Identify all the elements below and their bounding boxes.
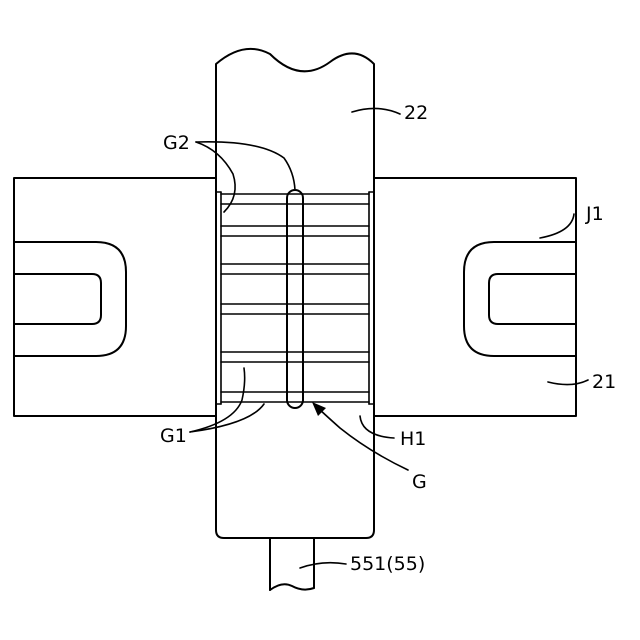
jacket-core-left	[14, 274, 101, 324]
block-left-section	[14, 178, 216, 416]
label-h1: H1	[400, 428, 426, 450]
label-21: 21	[592, 371, 616, 393]
label-g1: G1	[160, 425, 187, 447]
label-j1: J1	[585, 203, 604, 225]
label-g: G	[412, 471, 427, 493]
jacket-core-right	[489, 274, 576, 324]
block-right-section	[374, 178, 576, 416]
rod-551	[270, 538, 314, 590]
groove-g2	[287, 190, 303, 408]
label-22: 22	[404, 102, 428, 124]
jacket-channel-right	[464, 242, 576, 356]
label-551-55: 551(55)	[350, 553, 425, 575]
shaft-22	[216, 49, 374, 538]
jacket-channel-left	[14, 242, 126, 356]
grooves-g1	[221, 194, 369, 402]
label-g2: G2	[163, 132, 190, 154]
